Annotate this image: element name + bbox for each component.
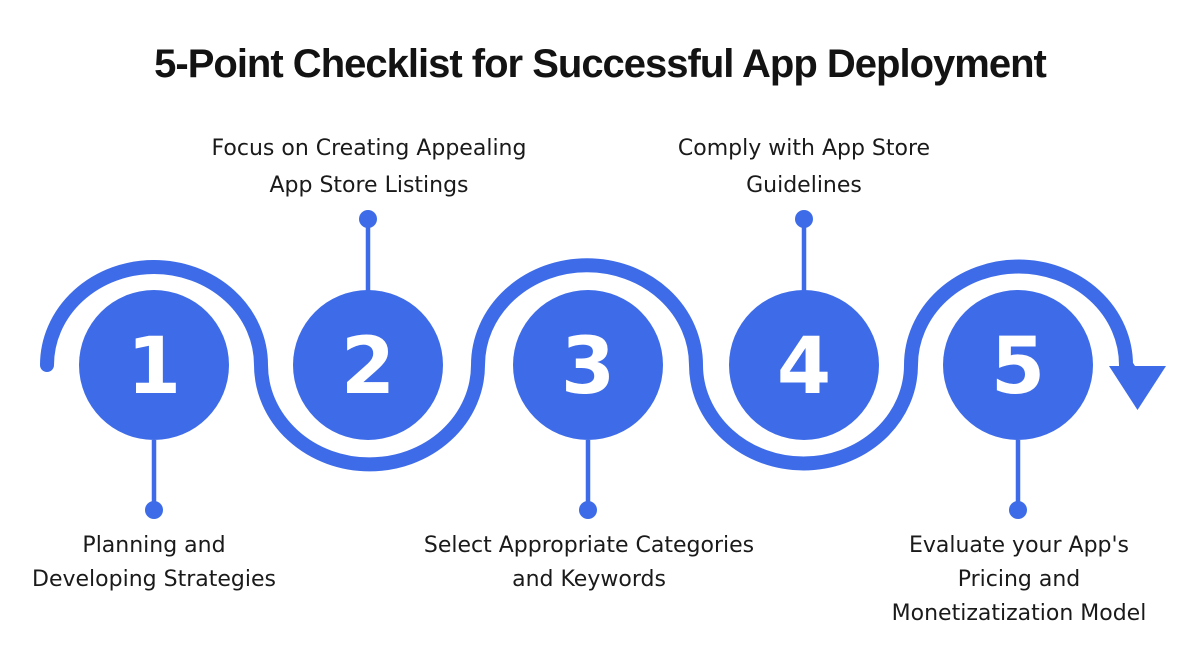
connector-dot-2 (359, 210, 377, 228)
step-label-line: and Keywords (512, 567, 666, 592)
step-circle-4 (729, 290, 879, 440)
connector-dot-3 (579, 501, 597, 519)
step-label-line: Comply with App Store (677, 136, 931, 161)
connector-dot-5 (1009, 501, 1027, 519)
step-label-line: App Store Listings (269, 173, 469, 198)
step-label-line: Planning and (82, 533, 226, 558)
step-circle-3 (513, 290, 663, 440)
step-circle-5 (943, 290, 1093, 440)
arrow-down-icon (1109, 366, 1166, 410)
step-number-1: 1 (127, 322, 181, 412)
step-label-line: Focus on Creating Appealing (211, 136, 527, 161)
page-title: 5-Point Checklist for Successful App Dep… (154, 42, 1047, 86)
step-circle-2 (293, 290, 443, 440)
step-label-2: Focus on Creating Appealing App Store Li… (212, 130, 527, 204)
step-label-5: Evaluate your App's Pricing and Monetiza… (892, 529, 1147, 631)
step-number-3: 3 (561, 322, 615, 412)
step-circle-1 (79, 290, 229, 440)
step-label-4: Comply with App Store Guidelines (678, 130, 930, 204)
step-label-line: Evaluate your App's (908, 533, 1130, 558)
connector-dot-4 (795, 210, 813, 228)
step-label-line: Guidelines (746, 173, 862, 198)
step-label-line: Monetizatization Model (891, 601, 1147, 626)
serpentine-path (40, 258, 1143, 472)
connector-dot-1 (145, 501, 163, 519)
step-number-2: 2 (341, 322, 395, 412)
step-label-line: Developing Strategies (32, 567, 276, 592)
step-label-line: Pricing and (957, 567, 1081, 592)
step-label-line: Select Appropriate Categories (423, 533, 755, 558)
step-number-5: 5 (991, 322, 1045, 412)
step-label-1: Planning and Developing Strategies (32, 529, 276, 597)
step-number-4: 4 (777, 322, 831, 412)
step-label-3: Select Appropriate Categories and Keywor… (424, 529, 754, 597)
